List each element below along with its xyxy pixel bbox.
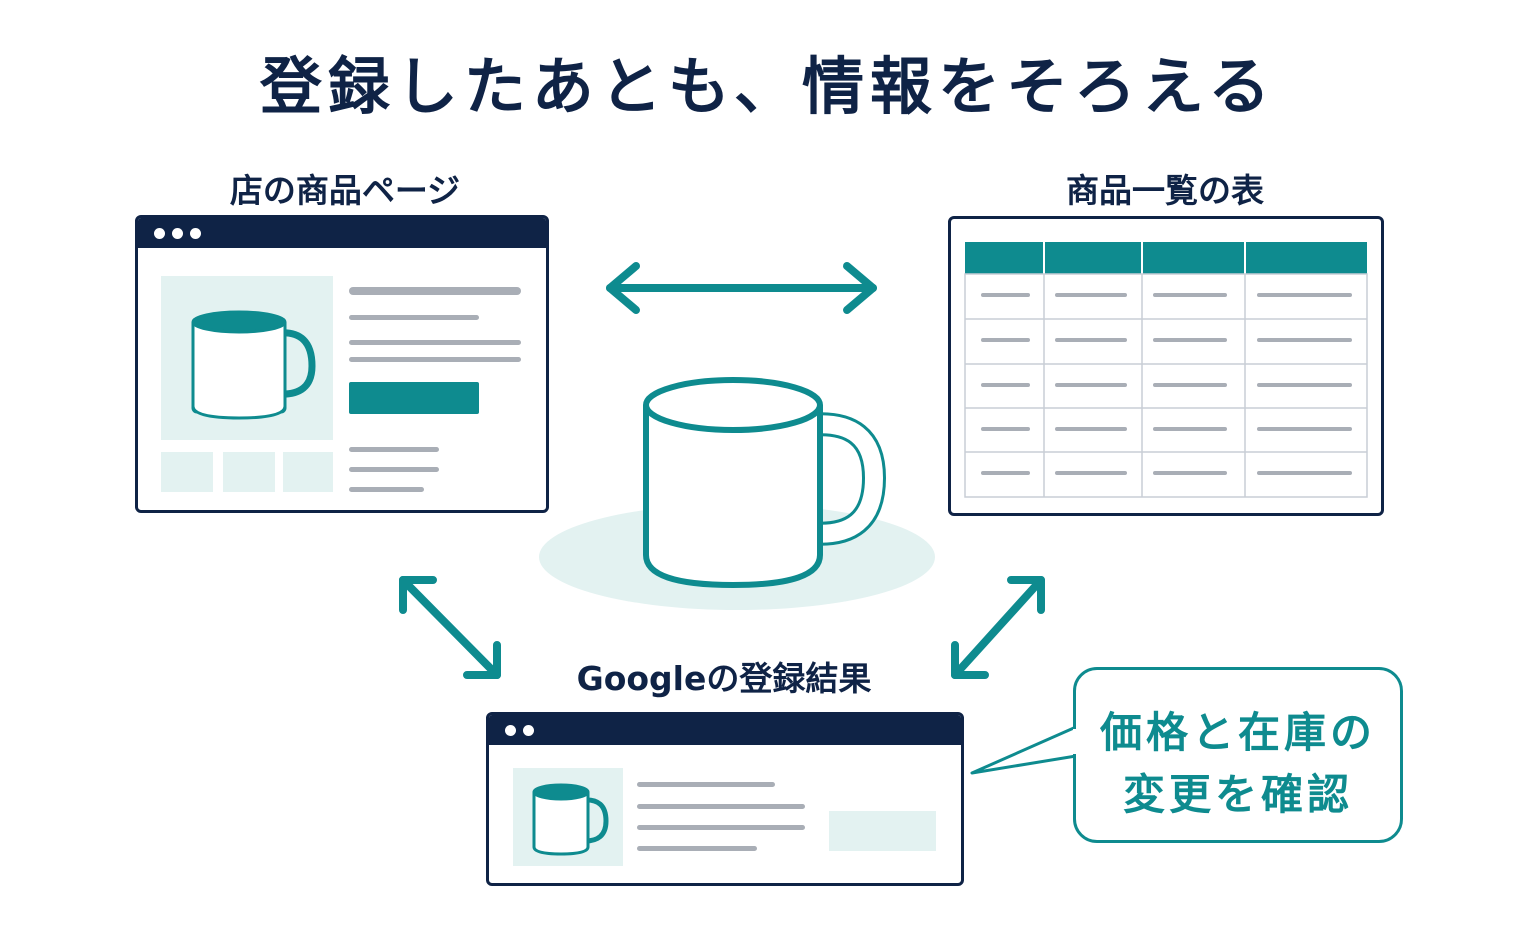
text-line	[349, 357, 521, 362]
window-titlebar	[489, 715, 961, 745]
shop-page-window	[135, 215, 549, 513]
thumbnail	[161, 452, 213, 492]
text-line	[637, 782, 775, 787]
mug-icon	[532, 783, 609, 856]
table-grid	[964, 273, 1368, 498]
mug-icon	[191, 310, 316, 420]
text-line	[637, 846, 757, 851]
google-result-label: Googleの登録結果	[576, 659, 872, 698]
thumbnail	[283, 452, 333, 492]
text-line	[349, 467, 439, 472]
text-line	[637, 825, 805, 830]
product-table-content	[964, 242, 1368, 498]
shop-page-label: 店の商品ページ	[229, 171, 461, 210]
callout-line-2: 変更を確認	[1122, 770, 1353, 819]
text-line	[349, 487, 424, 492]
window-dot-icon	[154, 228, 165, 239]
google-result-window	[486, 712, 964, 886]
mug-icon	[643, 377, 887, 589]
result-badge	[829, 811, 936, 851]
text-line	[349, 340, 521, 345]
text-line	[349, 287, 521, 295]
product-table-label: 商品一覧の表	[1066, 171, 1264, 210]
thumbnail	[223, 452, 275, 492]
callout-line-1: 価格と在庫の	[1099, 708, 1376, 757]
table-cell-lines	[981, 293, 1352, 475]
window-titlebar	[138, 218, 546, 248]
text-line	[349, 315, 479, 320]
double-arrow-icon	[399, 576, 501, 679]
shop-page-content	[161, 276, 521, 492]
window-dot-icon	[190, 228, 201, 239]
page-title: 登録したあとも、情報をそろえる	[259, 50, 1277, 123]
window-dot-icon	[523, 725, 534, 736]
double-arrow-icon	[951, 576, 1045, 679]
text-line	[349, 447, 439, 452]
double-arrow-icon	[606, 262, 877, 314]
table-header	[965, 242, 1367, 274]
callout-joint	[1073, 729, 1079, 754]
callout-bubble: 価格と在庫の 変更を確認	[1073, 667, 1403, 843]
callout-tail	[970, 725, 1077, 775]
text-line	[637, 804, 805, 809]
product-table-window	[948, 216, 1384, 516]
google-result-content	[513, 768, 936, 866]
window-dot-icon	[172, 228, 183, 239]
add-to-cart-button	[349, 382, 479, 414]
window-dot-icon	[505, 725, 516, 736]
